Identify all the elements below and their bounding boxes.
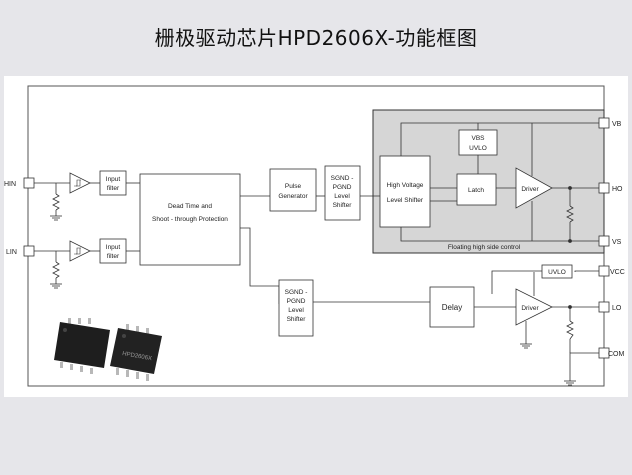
vbs-uvlo-line2: UVLO [469, 145, 487, 152]
high-side-shifter-line3: Level [334, 193, 350, 200]
block-diagram: Floating high side control [4, 76, 628, 397]
high-voltage-level-shifter [379, 155, 431, 228]
chip-package-image: HPD2606X [54, 318, 162, 381]
vcc-pin [598, 265, 610, 277]
low-side-driver-label: Driver [521, 305, 539, 312]
vs-pin-label: VS [612, 239, 622, 246]
latch-block [456, 173, 497, 206]
vcc-pin-label: VCC [610, 269, 625, 276]
hin-input-filter-line1: Input [106, 176, 121, 183]
lin-input-filter-line2: filter [107, 253, 120, 260]
low-side-shifter-line1: SGND - [285, 289, 308, 296]
high-side-driver-label: Driver [521, 186, 539, 193]
low-side-sgnd-pgnd-shifter [278, 279, 314, 337]
lin-pin-label: LIN [6, 249, 17, 256]
floating-caption: Floating high side control [448, 244, 521, 251]
high-side-shifter-line2: PGND [333, 184, 352, 191]
pulse-generator-block [269, 168, 317, 212]
uvlo-block [541, 264, 573, 279]
high-side-driver [515, 167, 553, 209]
ho-pin-label: HO [612, 186, 623, 193]
hin-input-filter-line2: filter [107, 185, 120, 192]
pulse-generator-line2: Generator [278, 193, 308, 200]
com-pin [598, 347, 610, 359]
vbs-uvlo-block [458, 129, 498, 156]
lin-input-filter [99, 238, 127, 264]
uvlo-label: UVLO [548, 269, 566, 276]
page-title: 栅极驱动芯片HPD2606X-功能框图 [154, 26, 478, 50]
hin-pin-label: HIN [4, 181, 16, 188]
delay-block [429, 286, 475, 328]
hv-shifter-line1: High Voltage [387, 182, 424, 189]
low-side-shifter-line3: Level [288, 307, 304, 314]
pulse-generator-line1: Pulse [285, 183, 302, 190]
high-side-sgnd-pgnd-shifter [324, 165, 361, 221]
lo-pin [598, 301, 610, 313]
lin-pin [23, 245, 35, 257]
delay-label: Delay [442, 303, 462, 312]
latch-label: Latch [468, 187, 484, 194]
ho-pin [598, 182, 610, 194]
low-side-shifter-line4: Shifter [287, 316, 307, 323]
dead-time-line1: Dead Time and [168, 203, 212, 210]
chip-marking: HPD2606X [122, 351, 153, 362]
hin-pin [23, 177, 35, 189]
vs-pin [598, 235, 610, 247]
high-side-shifter-line1: SGND - [331, 175, 354, 182]
hin-input-filter [99, 170, 127, 196]
vb-pin [598, 117, 610, 129]
dead-time-block [139, 173, 241, 266]
com-pin-label: COM [608, 351, 625, 358]
vbs-uvlo-line1: VBS [471, 135, 485, 142]
dead-time-line2: Shoot - through Protection [152, 216, 228, 223]
lin-input-filter-line1: Input [106, 244, 121, 251]
vb-pin-label: VB [612, 121, 622, 128]
hv-shifter-line2: Level Shifter [387, 197, 424, 204]
low-side-shifter-line2: PGND [287, 298, 306, 305]
lo-pin-label: LO [612, 305, 622, 312]
high-side-shifter-line4: Shifter [333, 202, 353, 209]
low-side-driver [515, 288, 553, 326]
